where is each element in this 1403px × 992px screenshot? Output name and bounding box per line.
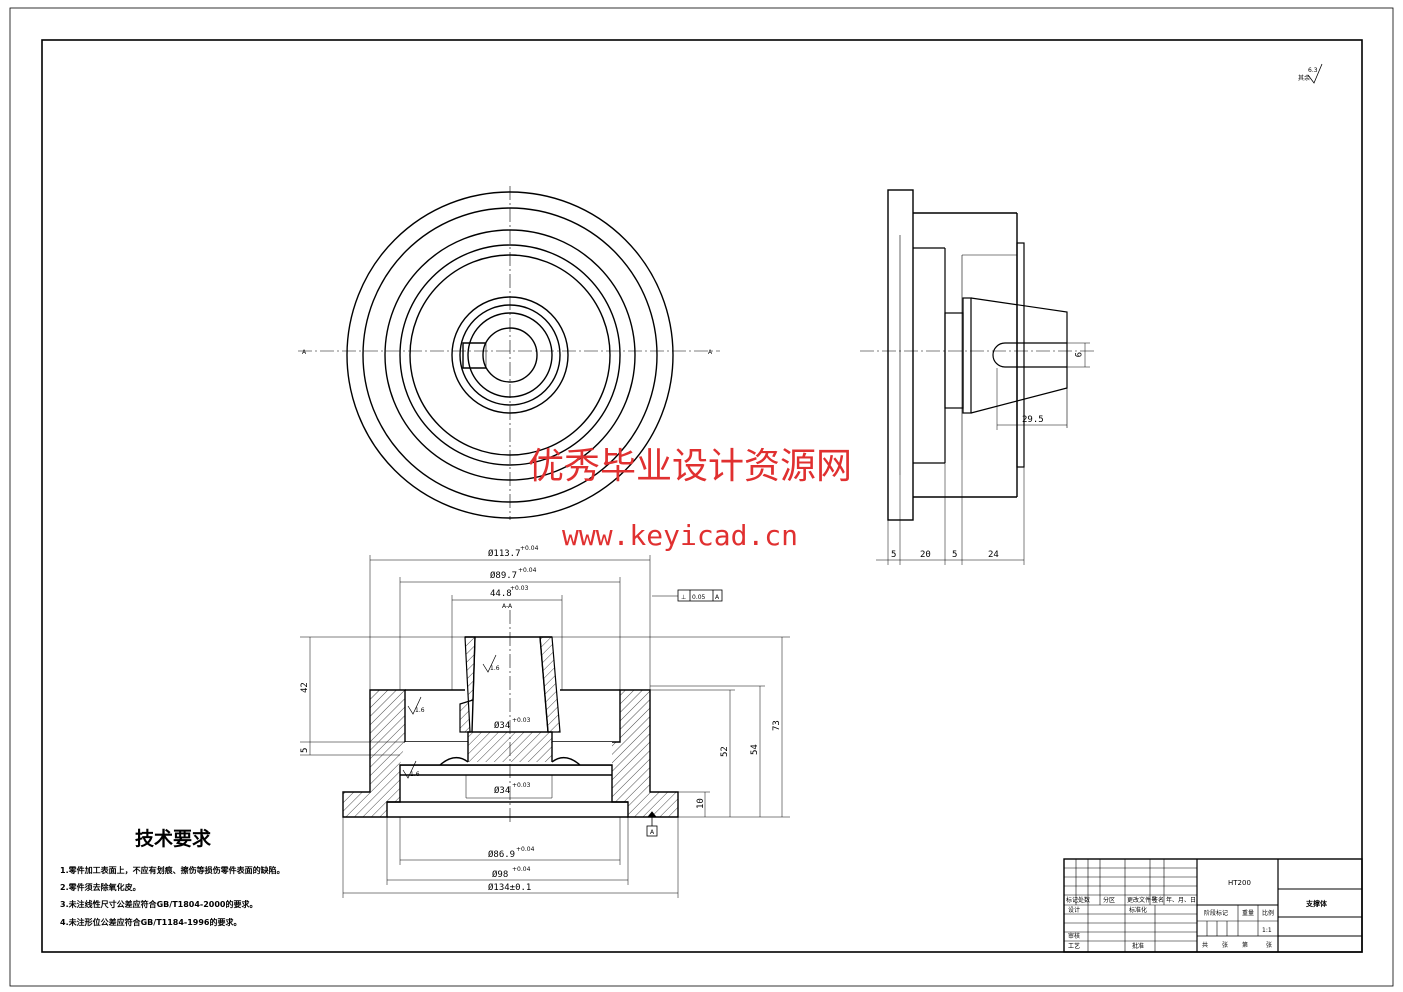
dim-d89-tol: +0.04 (518, 567, 537, 574)
dim-d34: Ø34 (494, 720, 510, 731)
dim-d89: Ø89.7 (490, 570, 517, 581)
dim-24: 24 (988, 550, 999, 560)
label-total: 共 (1202, 941, 1208, 949)
dim-h42: 42 (300, 682, 310, 693)
top-view: A A (298, 186, 720, 520)
tech-requirements: 技术要求 1.零件加工表面上，不应有划痕、擦伤等损伤零件表面的缺陷。 2.零件须… (60, 827, 285, 927)
dim-d98-tol: +0.04 (512, 866, 531, 873)
inner-border (41, 39, 1363, 953)
label-weight: 重量 (1242, 909, 1254, 917)
label-zone: 分区 (1103, 896, 1115, 904)
label-sheet: 张 (1222, 941, 1228, 949)
dim-h54: 54 (750, 744, 760, 755)
watermark-cn: 优秀毕业设计资源网 (528, 446, 852, 487)
section-view: Ø113.7 +0.04 Ø89.7 +0.04 44.8 +0.03 A-A … (300, 545, 790, 898)
roughness-2: 1.6 (415, 707, 425, 714)
surface-finish-label: 其余 (1298, 74, 1310, 82)
dim-d86-tol: +0.04 (516, 846, 535, 853)
dim-d44: 44.8 (490, 589, 512, 599)
dim-5a: 5 (891, 550, 896, 560)
surface-finish-value: 6.3 (1308, 67, 1318, 74)
section-mark-right: A (708, 349, 713, 356)
label-date: 年、月、日 (1166, 896, 1196, 904)
tolerance-value: 0.05 (692, 594, 706, 601)
section-label: A-A (502, 603, 513, 610)
tolerance-symbol: ⊥ (681, 594, 686, 601)
watermark-url: www.keyicad.cn (562, 519, 798, 552)
tech-req-item-4: 4.未注形位公差应符合GB/T1184-1996的要求。 (60, 917, 242, 927)
dim-d134: Ø134±0.1 (488, 882, 531, 893)
title-block: HT200 支撑体 标记 处数 分区 更改文件号 签名 年、月、日 设计 标准化… (1063, 858, 1363, 953)
dim-d86: Ø86.9 (488, 849, 515, 860)
dim-d98: Ø98 (492, 869, 508, 880)
dim-h52: 52 (720, 746, 730, 757)
section-mark-left: A (302, 349, 307, 356)
tech-requirements-title: 技术要求 (135, 827, 212, 850)
dim-shaft-len: 29.5 (1022, 415, 1044, 425)
label-sign: 签名 (1152, 896, 1164, 904)
outer-border (9, 7, 1394, 987)
label-review: 审核 (1068, 932, 1080, 940)
datum-label: A (650, 829, 655, 836)
label-approve: 批准 (1132, 942, 1144, 950)
roughness-1: 1.6 (490, 665, 500, 672)
material: HT200 (1228, 879, 1251, 887)
dim-20: 20 (920, 550, 931, 560)
dim-d44-tol: +0.03 (510, 585, 529, 592)
label-page-sheet: 张 (1266, 941, 1272, 949)
tolerance-frame: ⊥ 0.05 A (652, 589, 723, 602)
scale-value: 1:1 (1262, 927, 1272, 934)
roughness-3: 1.6 (410, 771, 420, 778)
dim-5b: 5 (952, 550, 957, 560)
label-count: 处数 (1078, 896, 1090, 904)
dim-d113-tol: +0.04 (520, 545, 539, 552)
dim-d113: Ø113.7 (488, 548, 521, 559)
label-page: 第 (1242, 941, 1248, 949)
label-stage-mark: 阶段标记 (1204, 909, 1228, 917)
dim-h10: 10 (696, 798, 706, 809)
label-standard: 标准化 (1129, 906, 1147, 914)
dim-h5: 5 (300, 748, 310, 753)
tech-req-item-2: 2.零件须去除氧化皮。 (60, 882, 141, 892)
tech-req-item-3: 3.未注线性尺寸公差应符合GB/T1804-2000的要求。 (60, 899, 258, 909)
tolerance-datum: A (715, 594, 720, 601)
dim-keyway: 9 (1072, 352, 1082, 357)
label-mark: 标记 (1066, 896, 1078, 904)
dim-d34-tol: +0.03 (512, 717, 531, 724)
dim-d34b: Ø34 (494, 785, 510, 796)
datum-marker: A (646, 811, 658, 837)
dim-h73: 73 (772, 720, 782, 731)
side-view: 9 29.5 5 20 5 24 (860, 189, 1095, 565)
label-doc-no: 更改文件号 (1127, 896, 1157, 904)
tech-req-item-1: 1.零件加工表面上，不应有划痕、擦伤等损伤零件表面的缺陷。 (60, 865, 285, 875)
part-name: 支撑体 (1305, 899, 1328, 908)
label-process: 工艺 (1068, 942, 1080, 950)
surface-finish-symbol: 其余 6.3 (1298, 63, 1323, 84)
dim-d34b-tol: +0.03 (512, 782, 531, 789)
label-design: 设计 (1068, 906, 1080, 914)
label-scale: 比例 (1262, 909, 1274, 917)
